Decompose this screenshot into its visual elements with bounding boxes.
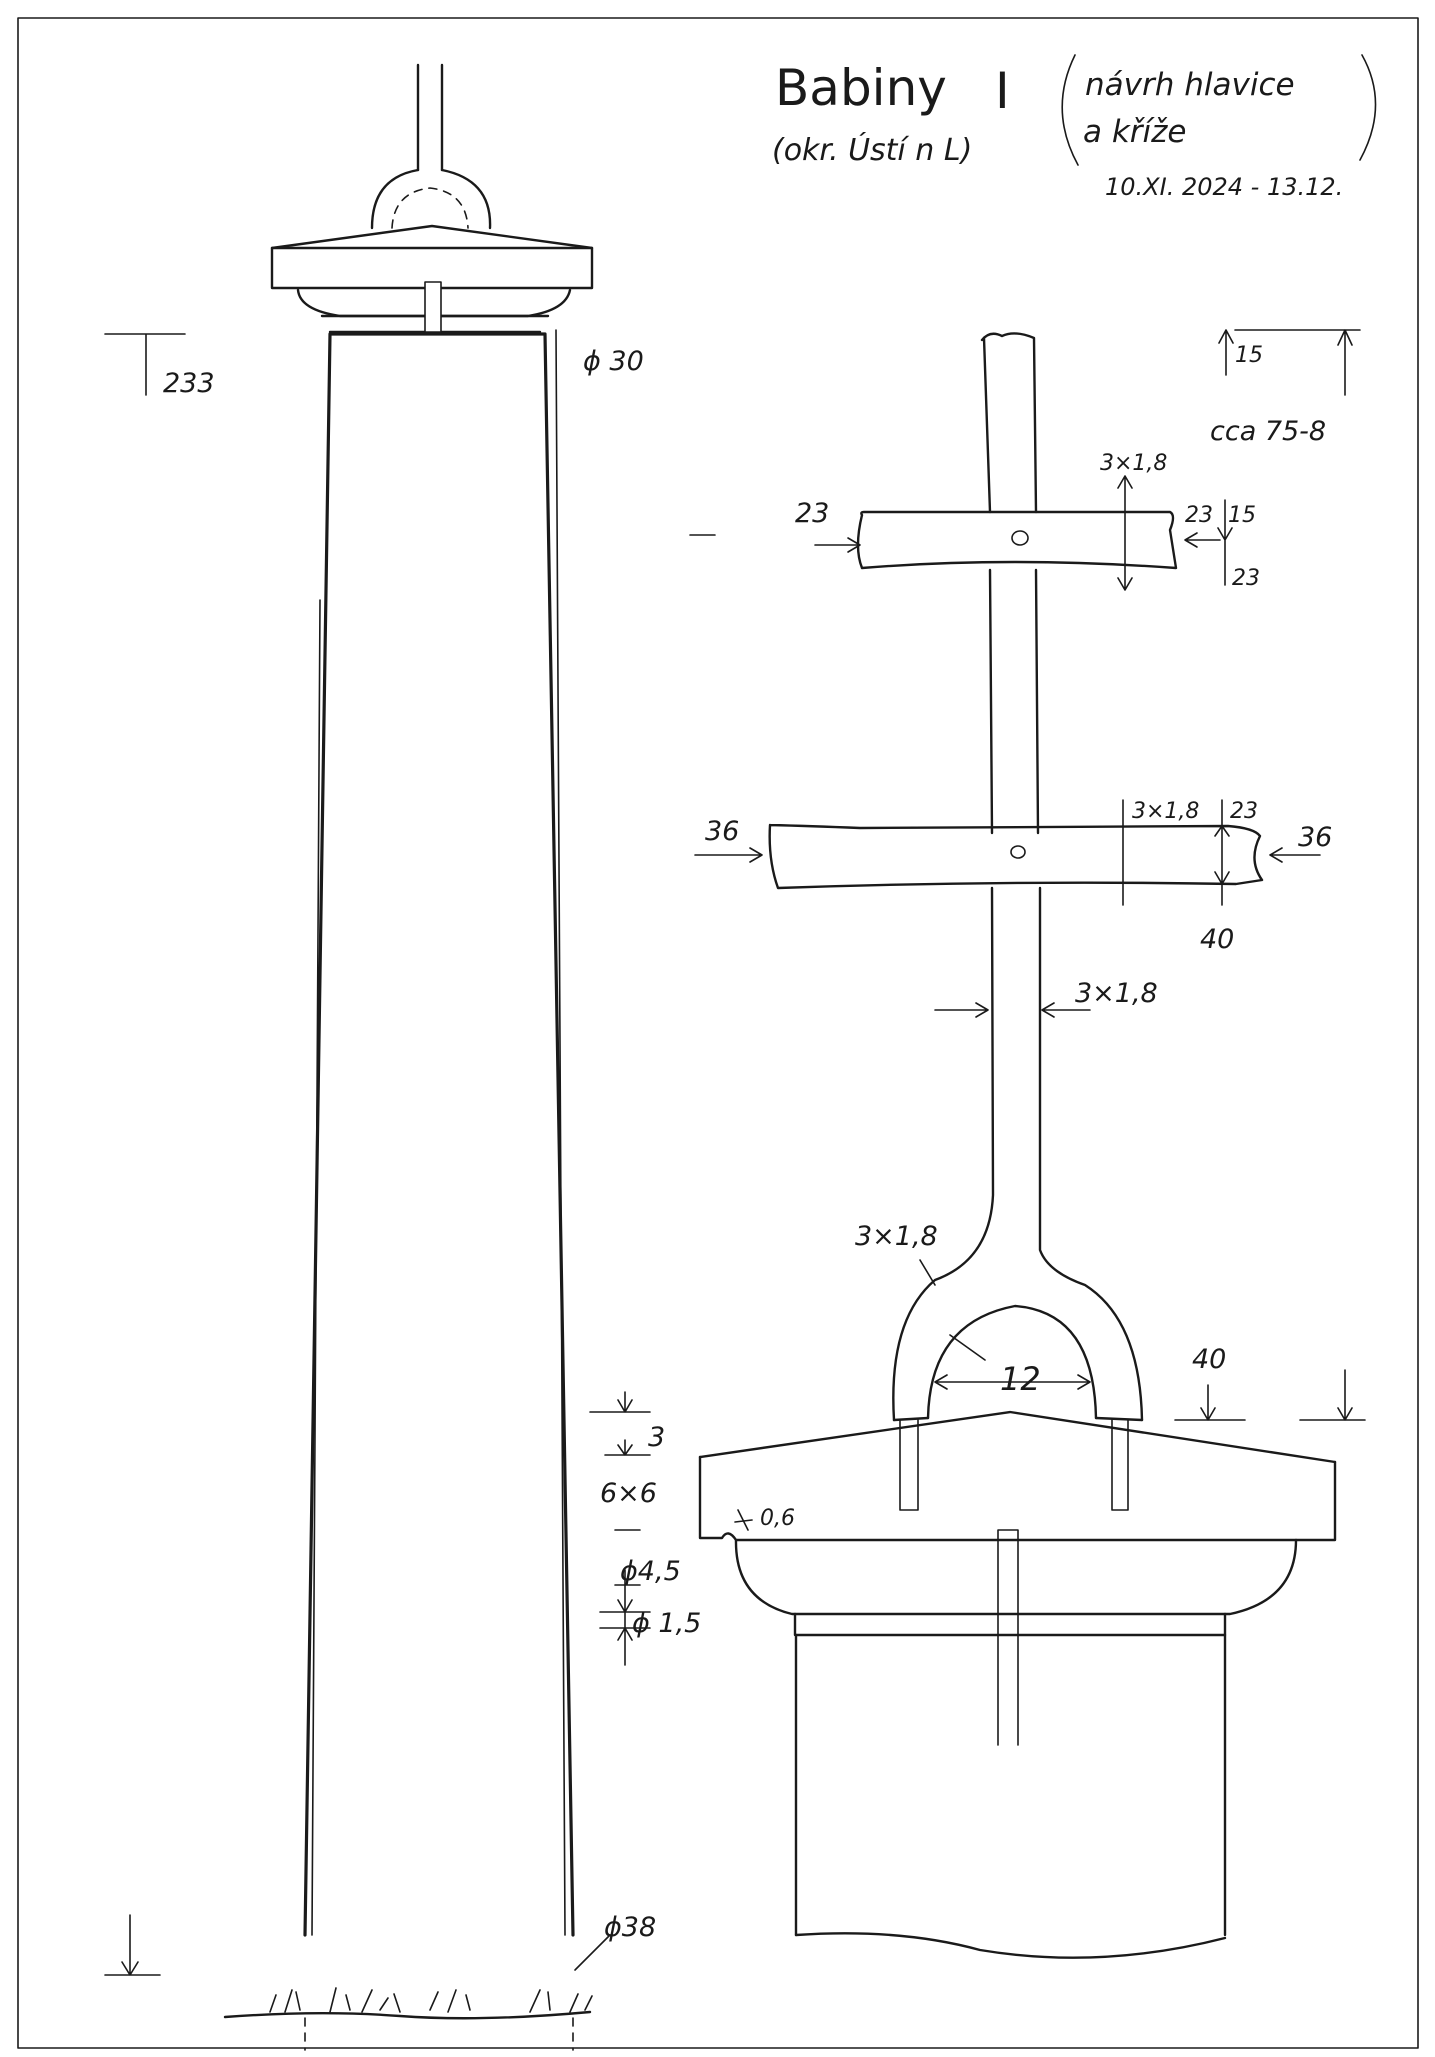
dim-arch-section-leader: [919, 1259, 986, 1361]
cross-arch-inner: [926, 1304, 1098, 1420]
cross-central-rod: [997, 1529, 1019, 1746]
column-shaft-inner-right: [555, 329, 566, 1936]
column-cross-arch: [370, 168, 492, 230]
dim-upper-end-w: 15: [1228, 503, 1256, 528]
column-capital-key: [424, 281, 442, 333]
dim-lower-right: 36: [1298, 822, 1332, 853]
cross-shaft-cut: [794, 1932, 1227, 1959]
bottom-diameter-leader: [574, 1934, 611, 1971]
dim-upper-below: 23: [1232, 566, 1260, 591]
cross-capital-top: [698, 1410, 1337, 1464]
dim-upper-section: 3×1,8: [1100, 451, 1167, 476]
cross-lower-bar: [768, 823, 1264, 890]
cross-arch-base: [892, 1416, 1144, 1422]
cross-pins: [899, 1419, 1129, 1511]
dim-top-length: cca 75-8: [1210, 416, 1326, 447]
dim-arch-opening: [934, 1374, 1091, 1390]
cross-lower-rivet: [1010, 845, 1026, 859]
paren-left: [1061, 54, 1079, 166]
ground-line: [223, 2010, 592, 2020]
cross-stem-middle: [988, 568, 1040, 835]
profile-slab: 6×6: [600, 1478, 657, 1509]
column-cross-stem: [416, 63, 444, 172]
top-diameter-label: ϕ 30: [583, 346, 644, 377]
column-shaft-inner-left: [311, 599, 321, 1936]
dim-lower-width-line: [1214, 799, 1230, 906]
bottom-diameter-label: ϕ38: [604, 1912, 656, 1943]
column-capital-top: [270, 224, 594, 250]
cross-capital-slab: [698, 1455, 1337, 1542]
title-date: 10.XI. 2024 - 13.12.: [1105, 173, 1343, 201]
dim-lower-left-arrow: [694, 847, 763, 863]
title-note-line2: a kříže: [1083, 114, 1187, 150]
height-dim-bottom: [104, 1914, 161, 1976]
title-block: Babiny I (okr. Ústí n L) návrh hlavice a…: [772, 54, 1377, 201]
profile-neck: ϕ 1,5: [632, 1608, 701, 1639]
dim-stem-section: 3×1,8: [1075, 978, 1158, 1009]
height-dim-top: [104, 333, 186, 396]
dim-lower-left: 36: [705, 816, 739, 847]
column-shaft: [303, 332, 575, 1937]
dim-top-arrows: [1218, 329, 1361, 396]
profile-torus: ϕ4,5: [620, 1556, 681, 1587]
column-view: 233 ϕ 30 ϕ38: [104, 63, 656, 2051]
dim-lower-section: 3×1,8: [1132, 799, 1199, 824]
title-district: (okr. Ústí n L): [772, 131, 972, 168]
dim-upper-end: [1217, 499, 1233, 586]
title-note-line1: návrh hlavice: [1085, 67, 1295, 103]
dim-arch-opening-label: 12: [1000, 1360, 1041, 1398]
cross-upper-rivet: [1011, 530, 1029, 546]
profile-groove-mark: [734, 1509, 753, 1531]
dim-upper-right-arrow: [1184, 532, 1221, 548]
dim-stem-arrows: [934, 1002, 1091, 1018]
cross-view: 15 cca 75-8 23 3×1,8 23 15 23 36 3×1,8 2…: [689, 329, 1366, 1959]
cross-top-post: [980, 332, 1038, 514]
dim-cap-height-label: 40: [1192, 1344, 1226, 1375]
title-name: Babiny: [775, 59, 947, 117]
ground-grass: [269, 1987, 593, 2013]
cross-capital-torus: [734, 1538, 1298, 1616]
dim-upper-left-arrow: [814, 537, 861, 553]
cross-shaft: [794, 1633, 1227, 1937]
dim-lower-right-arrow: [1269, 847, 1321, 863]
capital-profile-dims: 3 6×6 0,6 ϕ4,5 ϕ 1,5: [589, 1391, 795, 1666]
dim-upper-right: 23: [1185, 503, 1213, 528]
dim-lower-below: 40: [1200, 924, 1234, 955]
dim-lower-width: 23: [1230, 799, 1258, 824]
profile-top-step: 3: [648, 1422, 665, 1453]
dim-cap-height: [1174, 1369, 1366, 1421]
height-dim-label: 233: [163, 368, 215, 399]
dim-upper-left: 23: [795, 498, 829, 529]
cross-stem-lower: [892, 886, 1144, 1422]
dim-upper-section-line: [1117, 475, 1133, 591]
profile-dim-lines: [589, 1391, 651, 1666]
dim-arch-section: 3×1,8: [855, 1221, 938, 1252]
profile-groove: 0,6: [760, 1506, 795, 1531]
paren-right: [1359, 54, 1377, 161]
sheet-border: [17, 17, 1419, 2049]
cross-upper-bar: [856, 510, 1178, 570]
column-cross-arch-hidden: [391, 187, 469, 229]
cross-capital-neck: [793, 1612, 1227, 1637]
title-numeral: I: [995, 62, 1010, 120]
foundation-dashes: [304, 2017, 574, 2051]
dim-top-15: 15: [1235, 343, 1263, 368]
